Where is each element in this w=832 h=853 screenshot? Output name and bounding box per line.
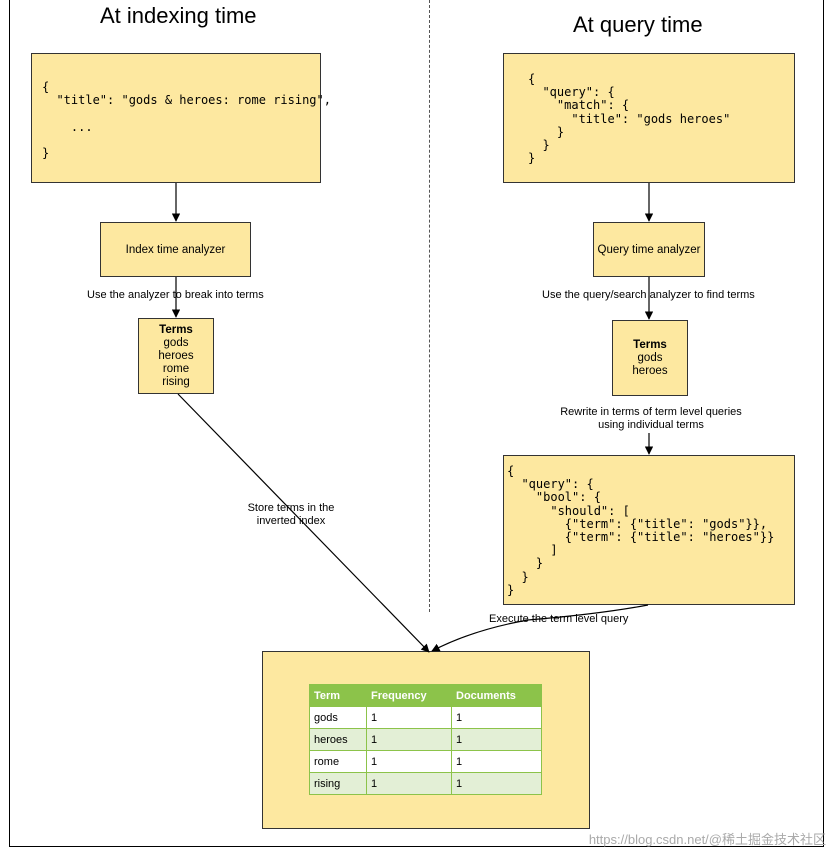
index-term: rising — [162, 375, 190, 388]
bool-query-code: { "query": { "bool": { "should": [ {"ter… — [507, 464, 775, 597]
rewrite-label-line1: Rewrite in terms of term level queries — [560, 406, 742, 418]
table-cell: 1 — [451, 772, 542, 795]
index-terms-box: Terms gods heroes rome rising — [138, 318, 214, 394]
table-cell: 1 — [366, 750, 452, 773]
query-time-analyzer-box: Query time analyzer — [593, 222, 705, 277]
table-row: rising 1 1 — [309, 772, 542, 795]
index-term: rome — [162, 362, 190, 375]
column-divider — [429, 0, 430, 612]
document-code: { "title": "gods & heroes: rome rising",… — [42, 80, 331, 161]
query-terms-title: Terms — [633, 338, 667, 351]
match-query-code: { "query": { "match": { "title": "gods h… — [528, 72, 731, 166]
break-into-terms-label: Use the analyzer to break into terms — [87, 289, 264, 301]
table-cell: gods — [309, 706, 367, 729]
arrow-terms-to-index — [177, 393, 430, 653]
table-cell: 1 — [451, 750, 542, 773]
execute-query-label: Execute the term level query — [489, 613, 629, 625]
index-term: gods — [163, 336, 189, 349]
table-cell: 1 — [366, 772, 452, 795]
query-heading: At query time — [573, 12, 703, 37]
index-terms-title: Terms — [159, 323, 193, 336]
table-row: rome 1 1 — [309, 750, 542, 773]
watermark: https://blog.csdn.net/@稀土掘金技术社区 — [588, 832, 826, 847]
store-terms-label-line2: inverted index — [256, 515, 326, 527]
table-row: heroes 1 1 — [309, 728, 542, 751]
index-time-analyzer-box: Index time analyzer — [100, 222, 251, 277]
arrow-bool-to-index — [431, 604, 649, 652]
find-terms-label: Use the query/search analyzer to find te… — [542, 289, 755, 301]
indexing-heading: At indexing time — [100, 3, 257, 28]
match-query-box: { "query": { "match": { "title": "gods h… — [503, 53, 795, 183]
index-term: heroes — [158, 349, 194, 362]
query-term: gods — [637, 351, 663, 364]
rewrite-label-line2: using individual terms — [598, 419, 704, 431]
table-cell: 1 — [366, 728, 452, 751]
diagram-frame — [9, 0, 824, 847]
query-term: heroes — [632, 364, 668, 377]
column-header: Documents — [451, 684, 542, 707]
bool-query-box: { "query": { "bool": { "should": [ {"ter… — [503, 455, 795, 605]
index-time-analyzer-label: Index time analyzer — [125, 243, 226, 256]
query-terms-box: Terms gods heroes — [612, 320, 688, 396]
column-header: Frequency — [366, 684, 452, 707]
query-time-analyzer-label: Query time analyzer — [597, 243, 701, 256]
table-header-row: Term Frequency Documents — [309, 684, 542, 707]
store-terms-label-line1: Store terms in the — [247, 502, 335, 514]
table-cell: rising — [309, 772, 367, 795]
document-box: { "title": "gods & heroes: rome rising",… — [31, 53, 331, 183]
inverted-index-table: Term Frequency Documents gods 1 1 heroes… — [309, 684, 542, 795]
